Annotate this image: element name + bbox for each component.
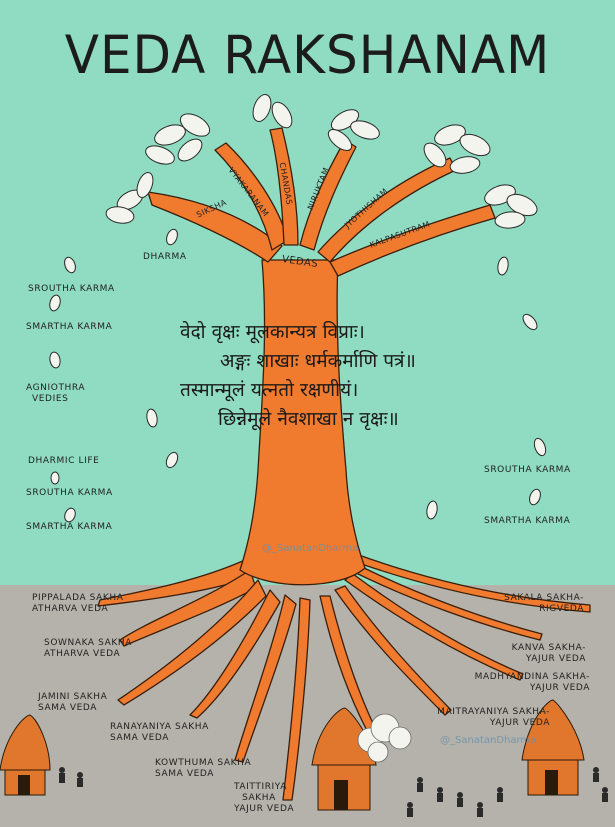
leaf-cluster-chandas (252, 94, 293, 129)
label-dharma: DHARMA (143, 252, 187, 262)
people (59, 767, 608, 817)
root-label-sakala: SAKALA SAKHA-RIGVEDA (504, 593, 584, 614)
label-smartha-karma-2: SMARTHA KARMA (26, 522, 113, 532)
label-sroutha-karma-2: SROUTHA KARMA (26, 488, 113, 498)
trunk (239, 259, 366, 586)
branch-chandas (269, 127, 299, 246)
label-sroutha-karma-1: SROUTHA KARMA (28, 284, 115, 294)
root-mid-left (234, 594, 297, 763)
root-far-right (349, 553, 591, 613)
root-left-4 (189, 589, 281, 719)
falling-leaf (529, 488, 541, 506)
label-smartha-karma-right: SMARTHA KARMA (484, 516, 571, 526)
verse-line: छिन्नेमूले नैवशाखा न वृक्षः॥ (218, 408, 399, 430)
root-right-4 (334, 585, 452, 716)
root-mid (282, 597, 311, 801)
falling-leaf (522, 313, 538, 331)
root-label-maitrayaniya: MAITRAYANIYA SAKHA-YAJUR VEDA (437, 707, 550, 728)
root-right-2 (349, 563, 543, 641)
falling-leaf (497, 256, 509, 276)
falling-leaves (49, 228, 547, 523)
label-sroutha-karma-right: SROUTHA KARMA (484, 465, 571, 475)
branch-kalpasutram (329, 204, 496, 277)
root-label-madhyandina: MADHYANDINA SAKHA-YAJUR VEDA (474, 672, 590, 693)
leaf-cluster-niruktam (327, 109, 380, 151)
falling-leaf (49, 351, 61, 369)
label-vedies: VEDIES (32, 394, 69, 404)
leaf-cluster-siksha (105, 172, 154, 224)
root-right-3 (344, 573, 524, 681)
leaf-cluster-kalpasutram (484, 184, 538, 229)
falling-leaf (146, 408, 158, 428)
hut-center (311, 707, 377, 811)
tree (97, 127, 591, 801)
root-label-kanva: KANVA SAKHA-YAJUR VEDA (511, 643, 586, 664)
falling-leaf (50, 471, 60, 485)
verse-line: अङ्गः शाखाः धर्मकर्माणि पत्रं॥ (220, 350, 416, 372)
falling-leaf (49, 294, 61, 312)
label-dharmic-life: DHARMIC LIFE (28, 456, 100, 466)
leaf-clusters (105, 94, 538, 229)
branch-vyakaranam (214, 142, 289, 251)
hut-right (521, 699, 585, 796)
sanskrit-verse: वेदो वृक्षः मूलकान्यत्र विप्राः। अङ्गः श… (180, 318, 480, 434)
label-smartha-karma-1: SMARTHA KARMA (26, 322, 113, 332)
poster-title: VEDA RAKSHANAM (64, 24, 551, 86)
hut-left (0, 714, 51, 796)
watermark: @_SanatanDharma (440, 735, 537, 746)
root-left-3 (117, 579, 267, 706)
watermark: @_SanatanDharma (262, 543, 359, 554)
root-left-2 (119, 569, 257, 647)
smoke-cloud (357, 713, 412, 763)
falling-leaf (165, 451, 179, 469)
falling-leaf (64, 507, 76, 523)
leaf-cluster-vyakaranam (145, 113, 211, 165)
falling-leaf (533, 437, 547, 457)
falling-leaf (166, 228, 178, 246)
verse-line: तस्मान्मूलं यत्नतो रक्षणीयं। (180, 379, 359, 401)
leaf-cluster-jyothisham (423, 124, 491, 174)
verse-line: वेदो वृक्षः मूलकान्यत्र विप्राः। (180, 321, 365, 343)
falling-leaf (64, 256, 76, 274)
label-agniothra: AGNIOTHRA (26, 383, 86, 393)
branch-niruktam (299, 139, 357, 251)
root-far-left (97, 559, 251, 607)
falling-leaf (426, 500, 438, 520)
